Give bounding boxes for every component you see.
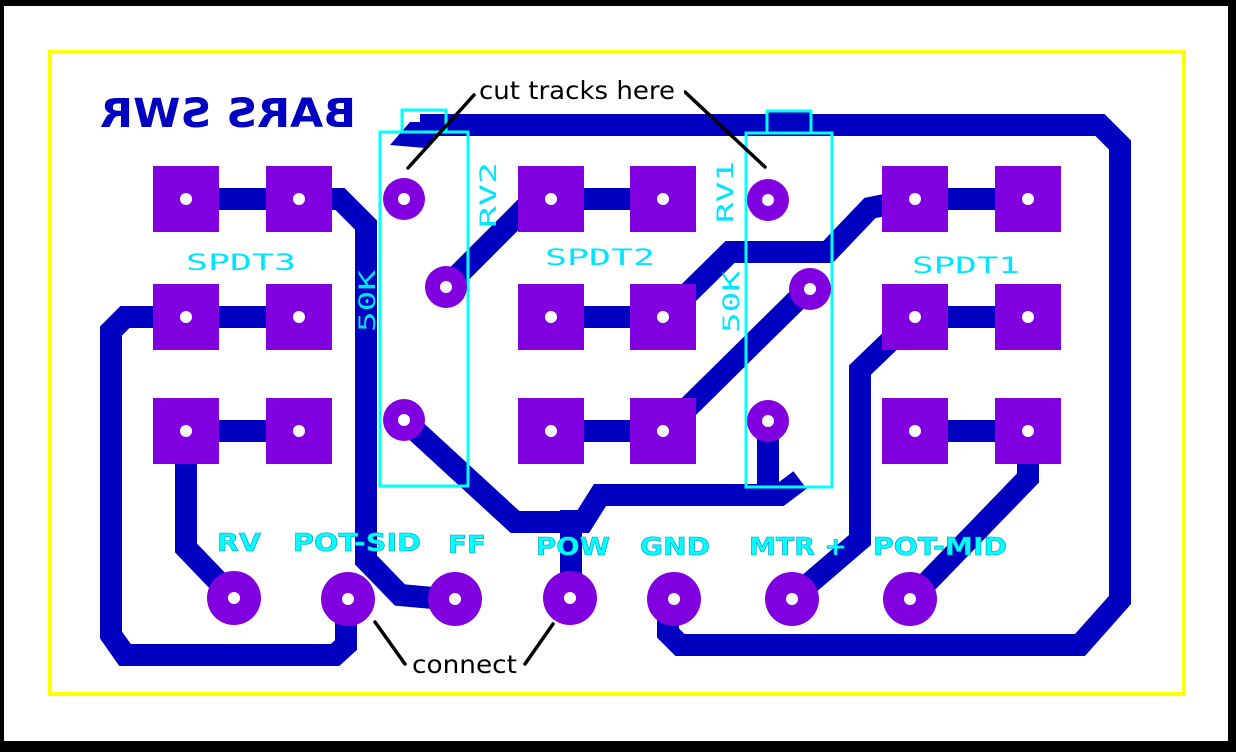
connector-label-pow: POW bbox=[536, 532, 610, 561]
board-outline bbox=[48, 50, 1186, 696]
rv1-value-label: 50K bbox=[720, 270, 745, 333]
rv1-ref-label: RV1 bbox=[714, 161, 739, 223]
drill-holes bbox=[180, 193, 1034, 605]
connector-label-pot-mid: POT-MID bbox=[873, 532, 1007, 561]
connector-label-rv: RV bbox=[217, 528, 262, 557]
rv2-value-label: 50K bbox=[356, 269, 381, 332]
spdt2-label: SPDT2 bbox=[545, 246, 655, 271]
rv2-ref-label: RV2 bbox=[477, 162, 502, 228]
board-title: BARS SWR bbox=[100, 91, 356, 137]
pot-outlines bbox=[378, 108, 834, 489]
spdt3-label: SPDT3 bbox=[186, 251, 296, 276]
connector-label-ff: FF bbox=[448, 530, 486, 559]
cut-tracks-annotation: cut tracks here bbox=[479, 76, 675, 105]
connector-label-gnd: GND bbox=[640, 532, 710, 561]
spdt1-label: SPDT1 bbox=[912, 254, 1020, 279]
connect-annotation: connect bbox=[412, 650, 517, 679]
connector-label-mtr-plus: MTR + bbox=[749, 532, 847, 561]
annotation-leaders bbox=[373, 90, 767, 666]
connector-label-pot-sid: POT-SID bbox=[293, 528, 421, 557]
